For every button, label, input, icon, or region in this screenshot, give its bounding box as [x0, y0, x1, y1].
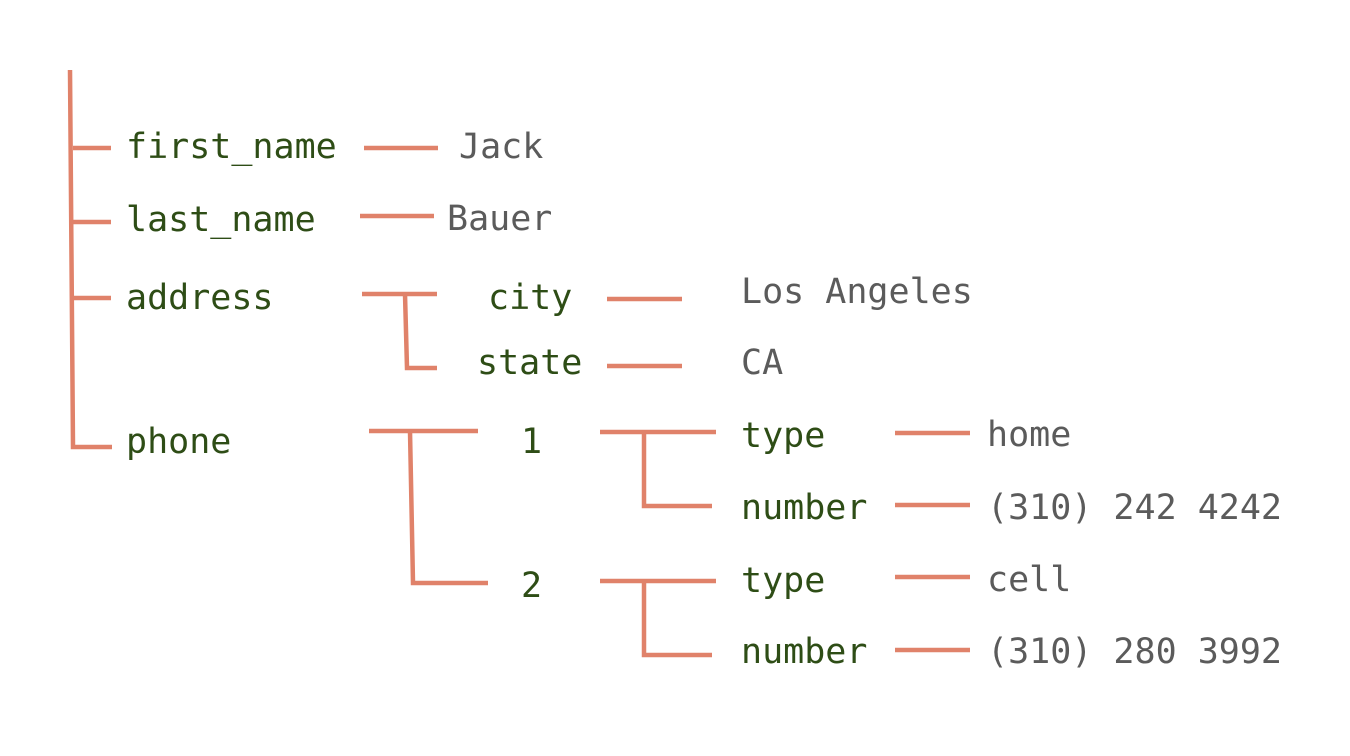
key-labels: first_name last_name address city state …: [126, 127, 867, 672]
value-phone-2-number: (310) 280 3992: [987, 632, 1282, 672]
key-phone-2-number: number: [741, 632, 867, 672]
key-phone-1-index: 1: [521, 422, 542, 462]
phone-branch-connector: [369, 428, 488, 586]
connector-lines: [67, 69, 970, 658]
key-phone-1-number: number: [741, 488, 867, 528]
value-first-name: Jack: [459, 127, 543, 167]
key-phone-2-type: type: [741, 561, 825, 601]
key-last-name: last_name: [126, 200, 316, 240]
key-phone-2-index: 2: [521, 566, 542, 606]
address-branch-connector: [362, 291, 437, 371]
value-state: CA: [741, 343, 783, 383]
phone-1-branch-connector: [600, 429, 716, 509]
value-labels: Jack Bauer Los Angeles CA home (310) 242…: [447, 127, 1282, 672]
phone-2-branch-connector: [600, 578, 716, 658]
value-city: Los Angeles: [741, 272, 973, 312]
key-state: state: [477, 343, 582, 383]
key-first-name: first_name: [126, 127, 337, 167]
value-phone-1-number: (310) 242 4242: [987, 488, 1282, 528]
value-last-name: Bauer: [447, 199, 552, 239]
key-phone: phone: [126, 422, 231, 462]
key-city: city: [488, 278, 572, 318]
value-phone-1-type: home: [987, 415, 1071, 455]
key-address: address: [126, 278, 274, 318]
value-phone-2-type: cell: [987, 560, 1071, 600]
key-phone-1-type: type: [741, 416, 825, 456]
root-spine-connector: [67, 69, 112, 450]
